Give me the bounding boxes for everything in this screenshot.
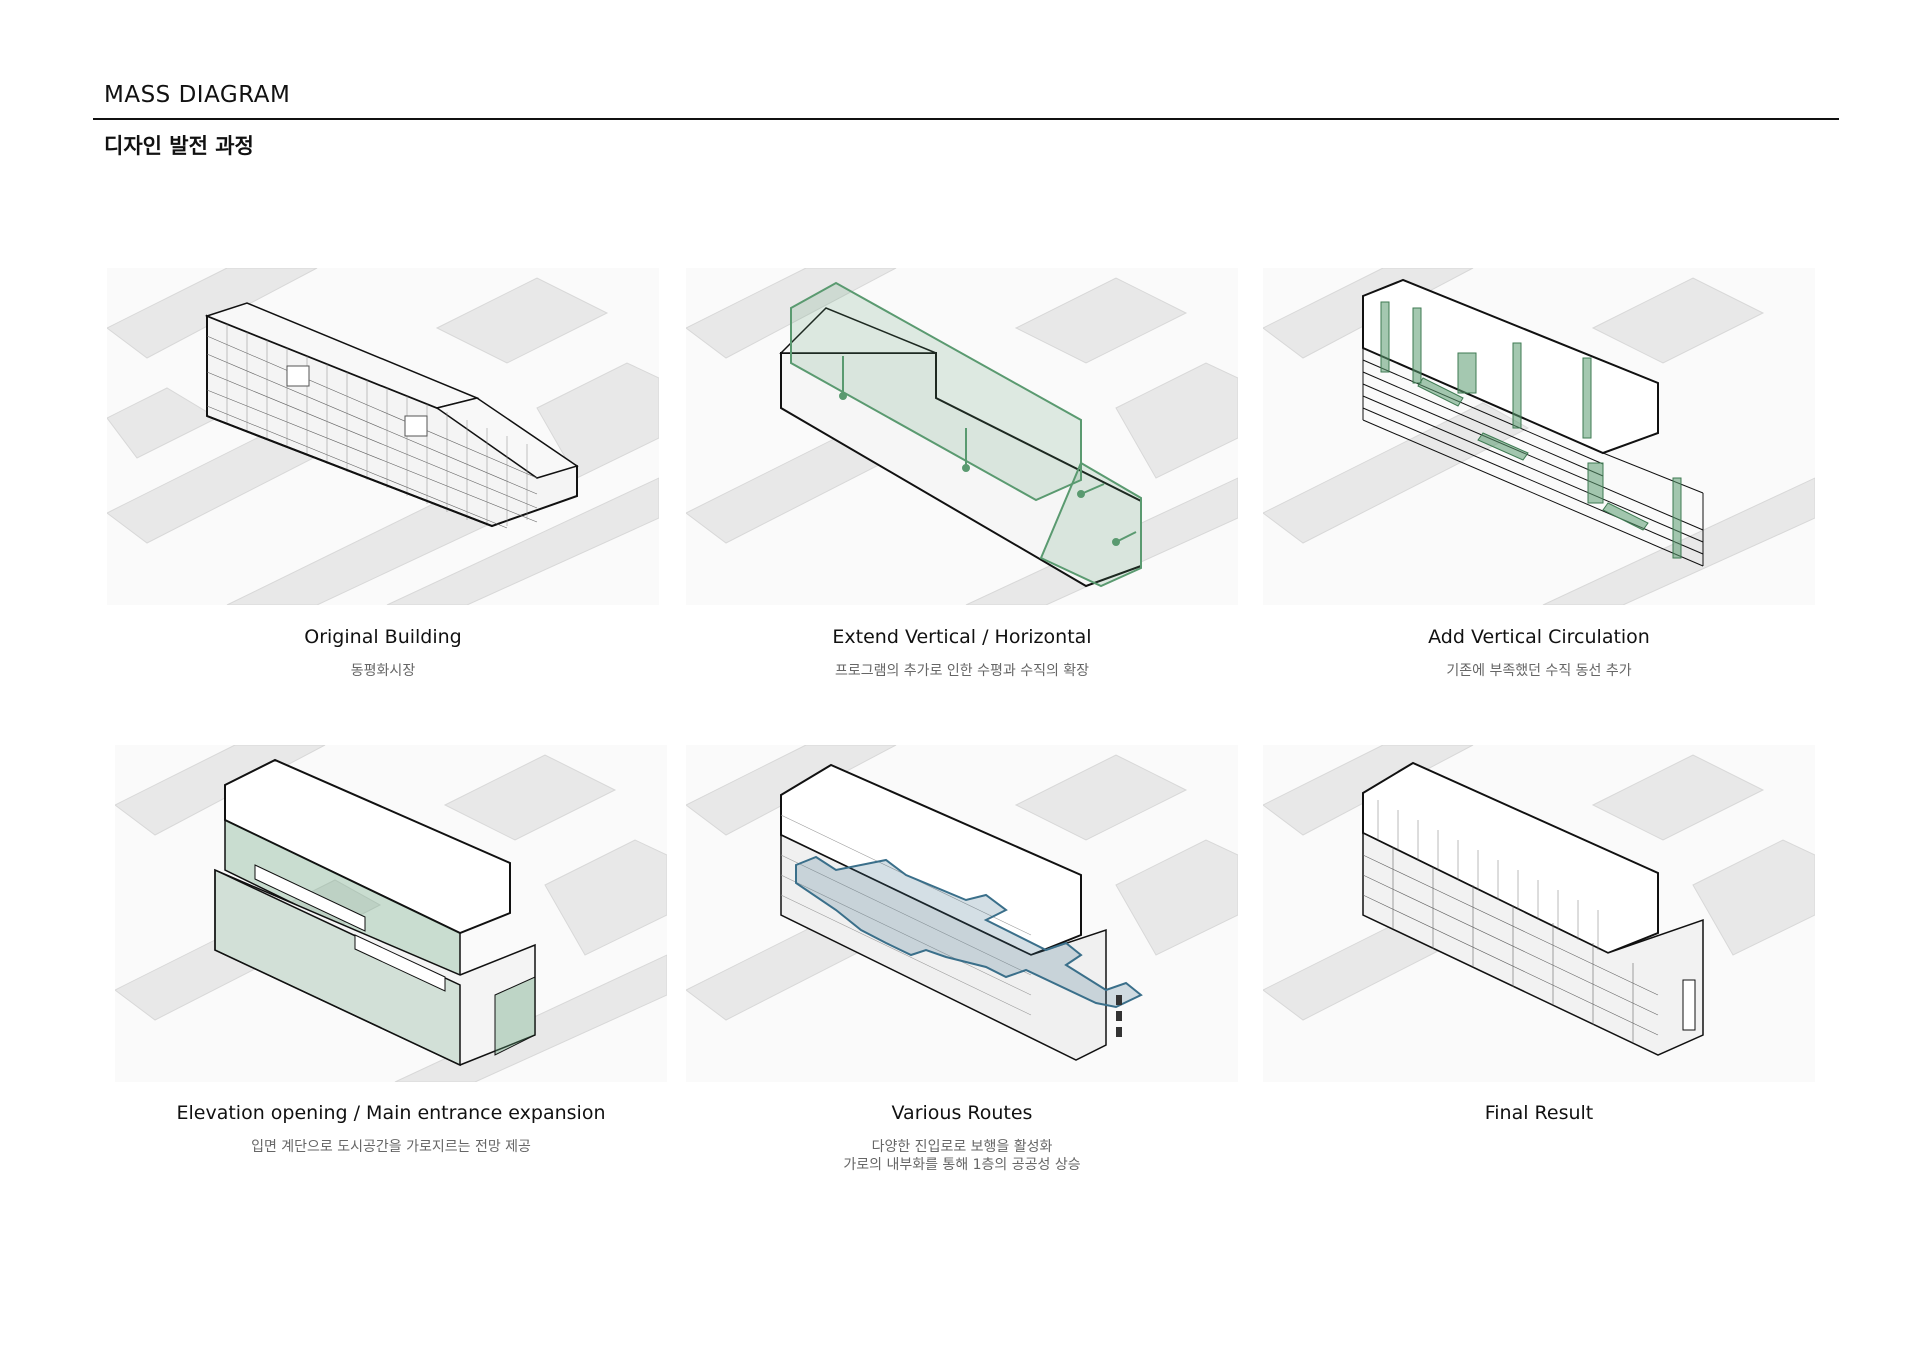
step-title: Various Routes [891, 1102, 1033, 1124]
panel-extend [686, 268, 1238, 605]
step-title: Original Building [304, 626, 462, 648]
step-description: 동평화시장 [350, 663, 416, 679]
extension-drawing [686, 268, 1238, 605]
step-description: 기존에 부족했던 수직 동선 추가 [1446, 663, 1632, 679]
panel-circulation [1263, 268, 1815, 605]
step-title: Elevation opening / Main entrance expans… [176, 1102, 606, 1124]
routes-drawing [686, 745, 1238, 1082]
step-title: Add Vertical Circulation [1428, 626, 1650, 648]
panel-final [1263, 745, 1815, 1082]
step-description-line1: 다양한 진입로로 보행을 활성화 [871, 1139, 1053, 1155]
panel-original-building [107, 268, 659, 605]
final-drawing [1263, 745, 1815, 1082]
caption-routes: Various Routes 다양한 진입로로 보행을 활성화 가로의 내부화를… [642, 1102, 1282, 1174]
circulation-drawing [1263, 268, 1815, 605]
panel-routes [686, 745, 1238, 1082]
step-title: Extend Vertical / Horizontal [832, 626, 1092, 648]
step-description: 입면 계단으로 도시공간을 가로지르는 전망 제공 [251, 1139, 531, 1155]
caption-elevation: Elevation opening / Main entrance expans… [71, 1102, 711, 1156]
caption-original-building: Original Building 동평화시장 [63, 626, 703, 680]
original-building-drawing [107, 268, 659, 605]
page-subtitle: 디자인 발전 과정 [104, 134, 254, 158]
step-description: 프로그램의 추가로 인한 수평과 수직의 확장 [834, 663, 1090, 679]
caption-extend: Extend Vertical / Horizontal 프로그램의 추가로 인… [642, 626, 1282, 680]
caption-circulation: Add Vertical Circulation 기존에 부족했던 수직 동선 … [1219, 626, 1859, 680]
step-description-line2: 가로의 내부화를 통해 1층의 공공성 상승 [843, 1157, 1081, 1173]
title-divider [93, 118, 1839, 120]
caption-final: Final Result [1219, 1102, 1859, 1124]
step-title: Final Result [1484, 1102, 1594, 1124]
elevation-drawing [115, 745, 667, 1082]
panel-elevation [115, 745, 667, 1082]
page-title: MASS DIAGRAM [104, 82, 291, 108]
